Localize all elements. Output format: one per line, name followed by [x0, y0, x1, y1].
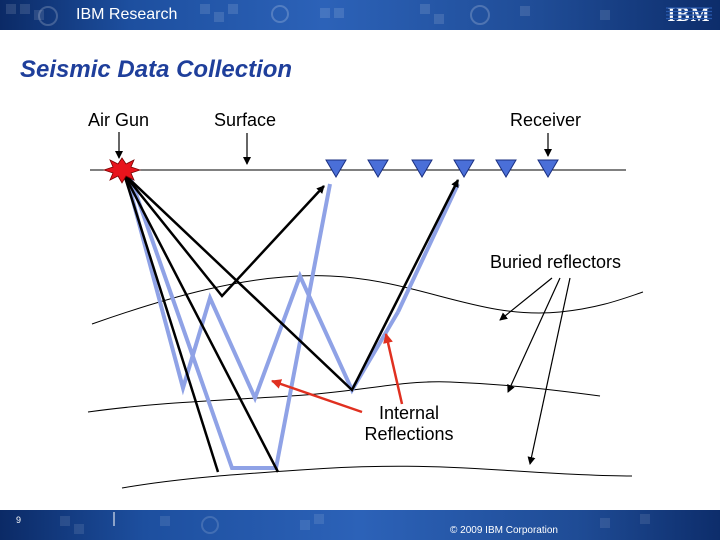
- buried-reflector-arrow-3: [527, 277, 571, 465]
- receiver-3: [411, 159, 433, 178]
- black-ray-path-4: [123, 173, 460, 393]
- blue-ray-path-2: [126, 170, 332, 470]
- internal-reflections-line1: Internal: [378, 403, 440, 423]
- black-ray-path-2: [122, 173, 280, 473]
- internal-reflections-label: Internal Reflections: [352, 403, 466, 445]
- copyright-text: © 2009 IBM Corporation: [450, 525, 558, 536]
- buried-reflector-arrow-2: [507, 277, 561, 393]
- header-pattern: [6, 4, 610, 26]
- page-number: 9: [16, 515, 22, 525]
- reflector-layer-1: [91, 275, 644, 325]
- ibm-logo: IBM: [666, 4, 712, 25]
- black-ray-path-1: [123, 173, 325, 298]
- receiver-label: Receiver: [510, 110, 582, 130]
- air-gun-label: Air Gun: [88, 110, 150, 130]
- air-gun-burst-icon: [102, 157, 142, 184]
- receiver-5: [495, 159, 517, 178]
- black-ray-path-3: [122, 173, 220, 473]
- footer-pattern: [60, 512, 650, 534]
- internal-reflections-line2: Reflections: [364, 424, 454, 444]
- receiver-4: [453, 159, 475, 178]
- reflector-layer-3: [121, 465, 633, 489]
- surface-label: Surface: [214, 110, 277, 130]
- header-title: IBM Research: [76, 6, 178, 23]
- slide-title: Seismic Data Collection: [20, 56, 293, 83]
- receiver-2: [367, 159, 389, 178]
- buried-reflectors-label: Buried reflectors: [490, 252, 622, 272]
- receiver-array: [325, 159, 559, 178]
- receiver-1: [325, 159, 347, 178]
- header-bar: IBM Research IBM: [0, 0, 720, 30]
- receiver-6: [537, 159, 559, 178]
- internal-reflection-arrow-left: [271, 379, 363, 414]
- buried-reflector-arrow-1: [499, 277, 553, 321]
- internal-reflection-arrow-up: [383, 333, 404, 405]
- reflector-layer-2: [87, 381, 601, 413]
- footer-bar: 9 © 2009 IBM Corporation: [0, 510, 720, 540]
- blue-ray-path-3: [396, 183, 460, 313]
